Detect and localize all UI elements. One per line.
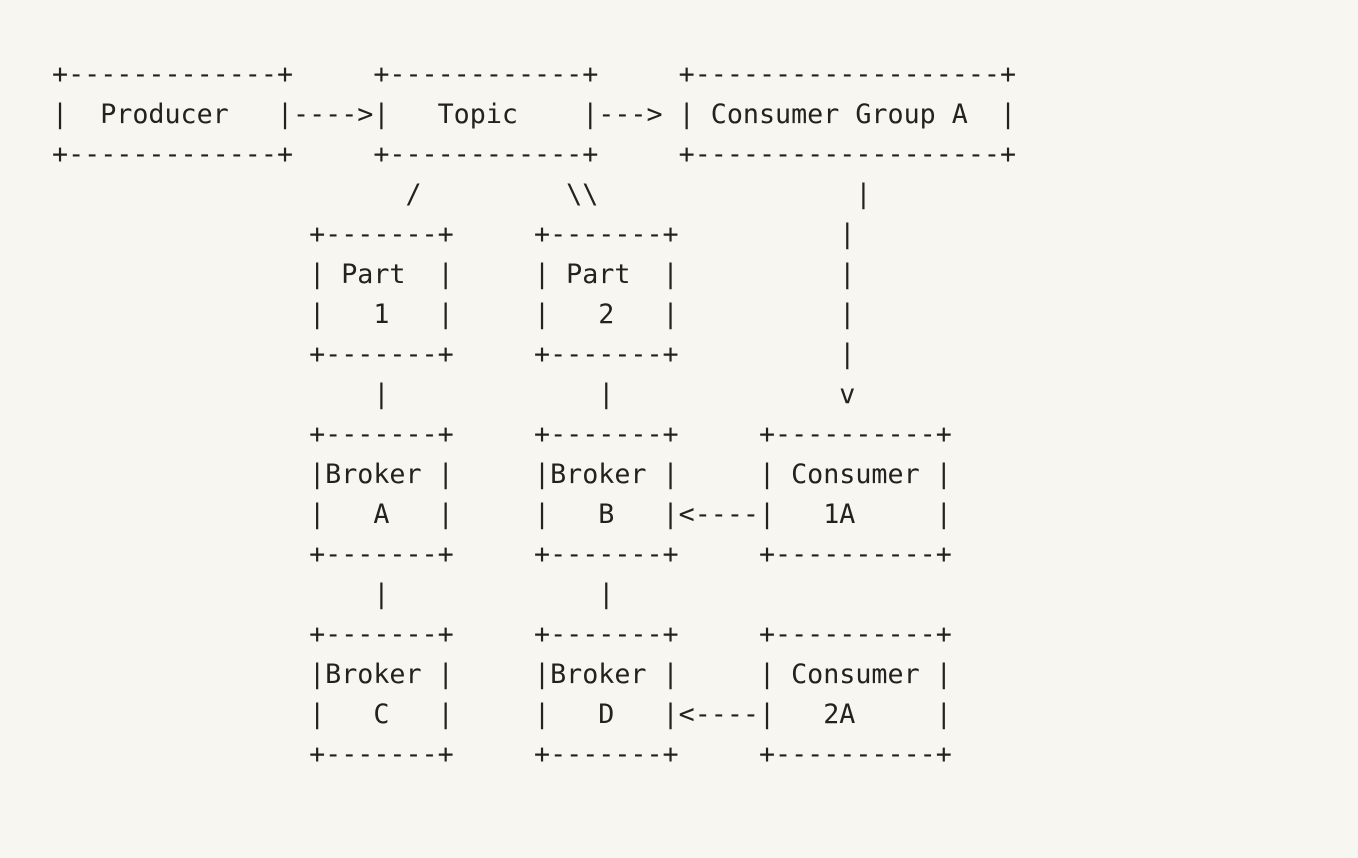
ascii-architecture-diagram: +-------------+ +------------+ +--------… [52,59,1017,770]
